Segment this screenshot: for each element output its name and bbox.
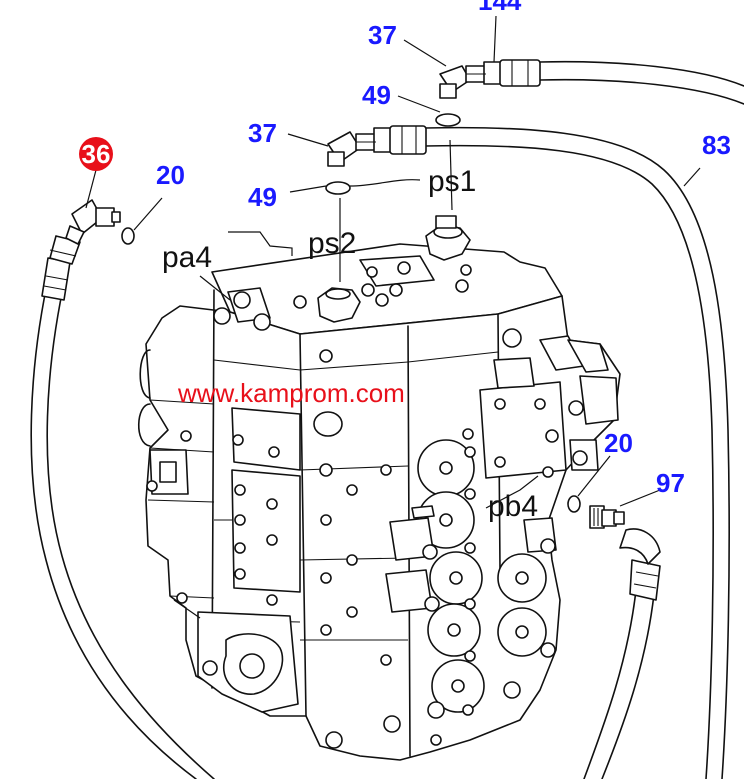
- callout-97: 97: [656, 468, 685, 498]
- hose-left: [30, 235, 215, 779]
- o-ring-49-top: [435, 113, 461, 127]
- callout-20-left: 20: [156, 160, 185, 190]
- port-label-ps2: ps2: [308, 227, 356, 260]
- watermark-text: www.kamprom.com: [177, 378, 405, 408]
- callout-36-highlight-badge: [79, 137, 113, 171]
- hose-83: [424, 126, 730, 779]
- callout-49-lower: 49: [248, 182, 277, 212]
- adapter-fitting-97: [589, 505, 625, 529]
- leader-lines: [85, 15, 701, 619]
- port-label-pa4: pa4: [162, 241, 212, 274]
- callout-36: 36: [82, 139, 111, 169]
- ps1-port-fitting: [425, 215, 471, 261]
- callout-20-right: 20: [604, 428, 633, 458]
- o-ring-20-right: [567, 495, 581, 513]
- hose-144: [539, 60, 744, 105]
- callout-37-top: 37: [368, 20, 397, 50]
- ps2-port-fitting: [317, 261, 411, 323]
- o-ring-49-lower: [325, 181, 351, 195]
- control-valve-block: [138, 243, 621, 761]
- callout-83: 83: [702, 130, 731, 160]
- port-label-pb4: pb4: [488, 490, 538, 523]
- callout-37-lower: 37: [248, 118, 277, 148]
- elbow-fitting-37-lower: [327, 125, 427, 167]
- elbow-fitting-144: [439, 59, 541, 99]
- callout-144: 144: [478, 0, 522, 16]
- o-ring-20-left: [121, 227, 135, 245]
- callout-49-top: 49: [362, 80, 391, 110]
- hose-right-lower: [583, 528, 661, 779]
- elbow-fitting-36: [65, 199, 121, 245]
- port-label-ps1: ps1: [428, 165, 476, 198]
